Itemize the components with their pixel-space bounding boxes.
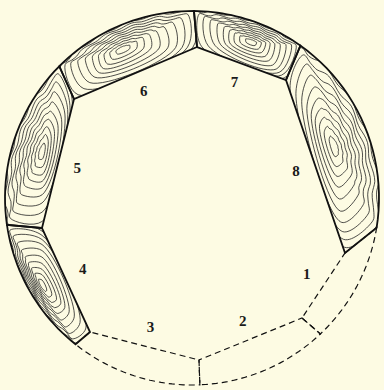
grain-line <box>307 87 362 211</box>
felloe-segment <box>194 11 300 80</box>
segment-number: 6 <box>140 84 148 99</box>
grain-line <box>56 7 203 105</box>
grain-line <box>98 34 151 69</box>
felloe-segment <box>7 225 90 344</box>
grain-line <box>110 41 138 59</box>
grain-line <box>31 127 51 176</box>
segment-number: 3 <box>147 319 155 334</box>
wood-grain <box>187 8 303 83</box>
grain-line <box>78 22 178 83</box>
grain-line <box>296 64 371 232</box>
grain-line <box>12 82 68 216</box>
grain-line <box>246 39 257 46</box>
grain-line <box>311 98 357 199</box>
wood-grain <box>56 7 203 105</box>
grain-line <box>10 229 87 339</box>
grain-line <box>60 10 197 101</box>
wood-grain <box>281 41 384 258</box>
grain-line <box>281 41 384 258</box>
grain-line <box>4 220 95 347</box>
grain-line <box>315 108 352 187</box>
felloe-segment <box>59 11 197 99</box>
grain-line <box>35 134 49 167</box>
segment-number: 2 <box>239 313 247 328</box>
grain-line <box>21 248 69 320</box>
wood-grain <box>4 220 95 347</box>
grain-line <box>223 26 275 61</box>
felloe-segment <box>5 66 74 228</box>
wood-grain <box>0 61 75 237</box>
grain-line <box>324 126 343 166</box>
grain-line <box>290 55 375 240</box>
grain-line <box>210 20 286 70</box>
missing-segment <box>76 332 200 385</box>
grain-line <box>85 26 169 78</box>
grain-line <box>329 136 338 157</box>
grain-line <box>197 13 297 76</box>
segment-number: 4 <box>79 262 87 277</box>
grain-line <box>13 234 80 333</box>
segment-number: 1 <box>303 267 311 282</box>
missing-segment <box>199 318 320 385</box>
grain-line <box>65 14 192 96</box>
grain-line <box>217 23 280 66</box>
grain-line <box>71 18 185 90</box>
grain-line <box>187 8 303 83</box>
grain-line <box>302 75 366 222</box>
grain-line <box>192 11 300 79</box>
segment-number: 5 <box>74 161 82 176</box>
grain-line <box>38 143 45 160</box>
grain-line <box>285 48 379 248</box>
grain-line <box>16 92 65 206</box>
missing-segment <box>302 228 377 334</box>
segment-number: 7 <box>231 75 239 90</box>
segment-number: 8 <box>292 164 300 179</box>
grain-line <box>104 37 144 64</box>
felloe-segment <box>286 46 379 253</box>
segment-outlines <box>5 11 379 385</box>
grain-line <box>0 61 75 237</box>
grain-line <box>229 29 270 57</box>
